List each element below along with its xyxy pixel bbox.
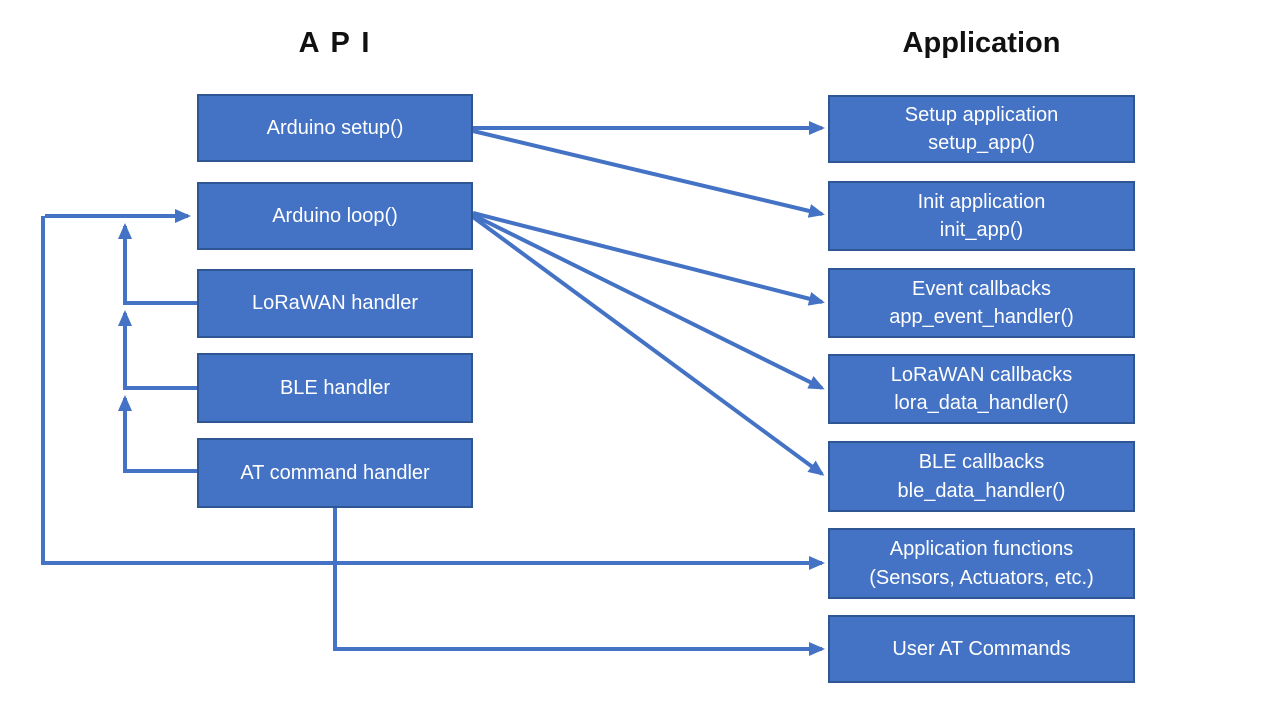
node-label: app_event_handler(): [889, 306, 1074, 328]
arrow-loop-to-lorawan-callbacks: [472, 213, 825, 390]
node-label: BLE handler: [279, 376, 391, 399]
node-label: Arduino loop(): [272, 204, 398, 227]
node-label: (Sensors, Actuators, etc.): [869, 566, 1094, 589]
node-arduino-setup: Arduino setup(): [197, 94, 473, 162]
node-label: Event callbacks: [912, 277, 1051, 300]
api-column-title: A P I: [298, 27, 372, 59]
node-label: Setup application: [904, 103, 1059, 126]
node-arduino-loop: Arduino loop(): [197, 182, 473, 250]
node-label: Init application: [917, 190, 1046, 213]
node-label: LoRaWAN callbacks: [890, 363, 1073, 386]
node-label: init_app(): [939, 219, 1024, 241]
application-column-title: Application: [902, 27, 1061, 59]
node-label: Arduino setup(): [266, 116, 404, 139]
node-ble-handler: BLE handler: [197, 353, 473, 423]
arrow-loop-to-event-callbacks: [472, 211, 825, 306]
node-lorawan-callbacks: LoRaWAN callbacks lora_data_handler(): [828, 354, 1135, 424]
node-label: ble_data_handler(): [897, 479, 1066, 502]
node-setup-application: Setup application setup_app(): [828, 95, 1135, 163]
arrow-at-handler-to-user-at: [333, 508, 825, 656]
node-label: Application functions: [889, 538, 1074, 561]
arrow-setup-to-init-app: [472, 129, 825, 218]
node-label: BLE callbacks: [918, 451, 1045, 474]
arrow-lorawan-handler-to-loop: [118, 223, 197, 305]
arrow-outer-into-application-functions: [41, 216, 825, 570]
node-lorawan-handler: LoRaWAN handler: [197, 269, 473, 338]
node-label: User AT Commands: [892, 637, 1071, 660]
node-at-command-handler: AT command handler: [197, 438, 473, 508]
node-label: AT command handler: [240, 461, 430, 484]
arrow-ble-handler-to-loop: [118, 310, 197, 390]
node-label: LoRaWAN handler: [251, 292, 418, 315]
node-label: setup_app(): [928, 132, 1035, 154]
arrow-loop-to-ble-callbacks: [471, 215, 825, 476]
node-ble-callbacks: BLE callbacks ble_data_handler(): [828, 441, 1135, 512]
node-user-at-commands: User AT Commands: [828, 615, 1135, 683]
node-application-functions: Application functions (Sensors, Actuator…: [828, 528, 1135, 599]
arrow-at-handler-to-loop: [118, 395, 197, 473]
node-event-callbacks: Event callbacks app_event_handler(): [828, 268, 1135, 338]
node-label: lora_data_handler(): [894, 392, 1069, 414]
node-init-application: Init application init_app(): [828, 181, 1135, 251]
